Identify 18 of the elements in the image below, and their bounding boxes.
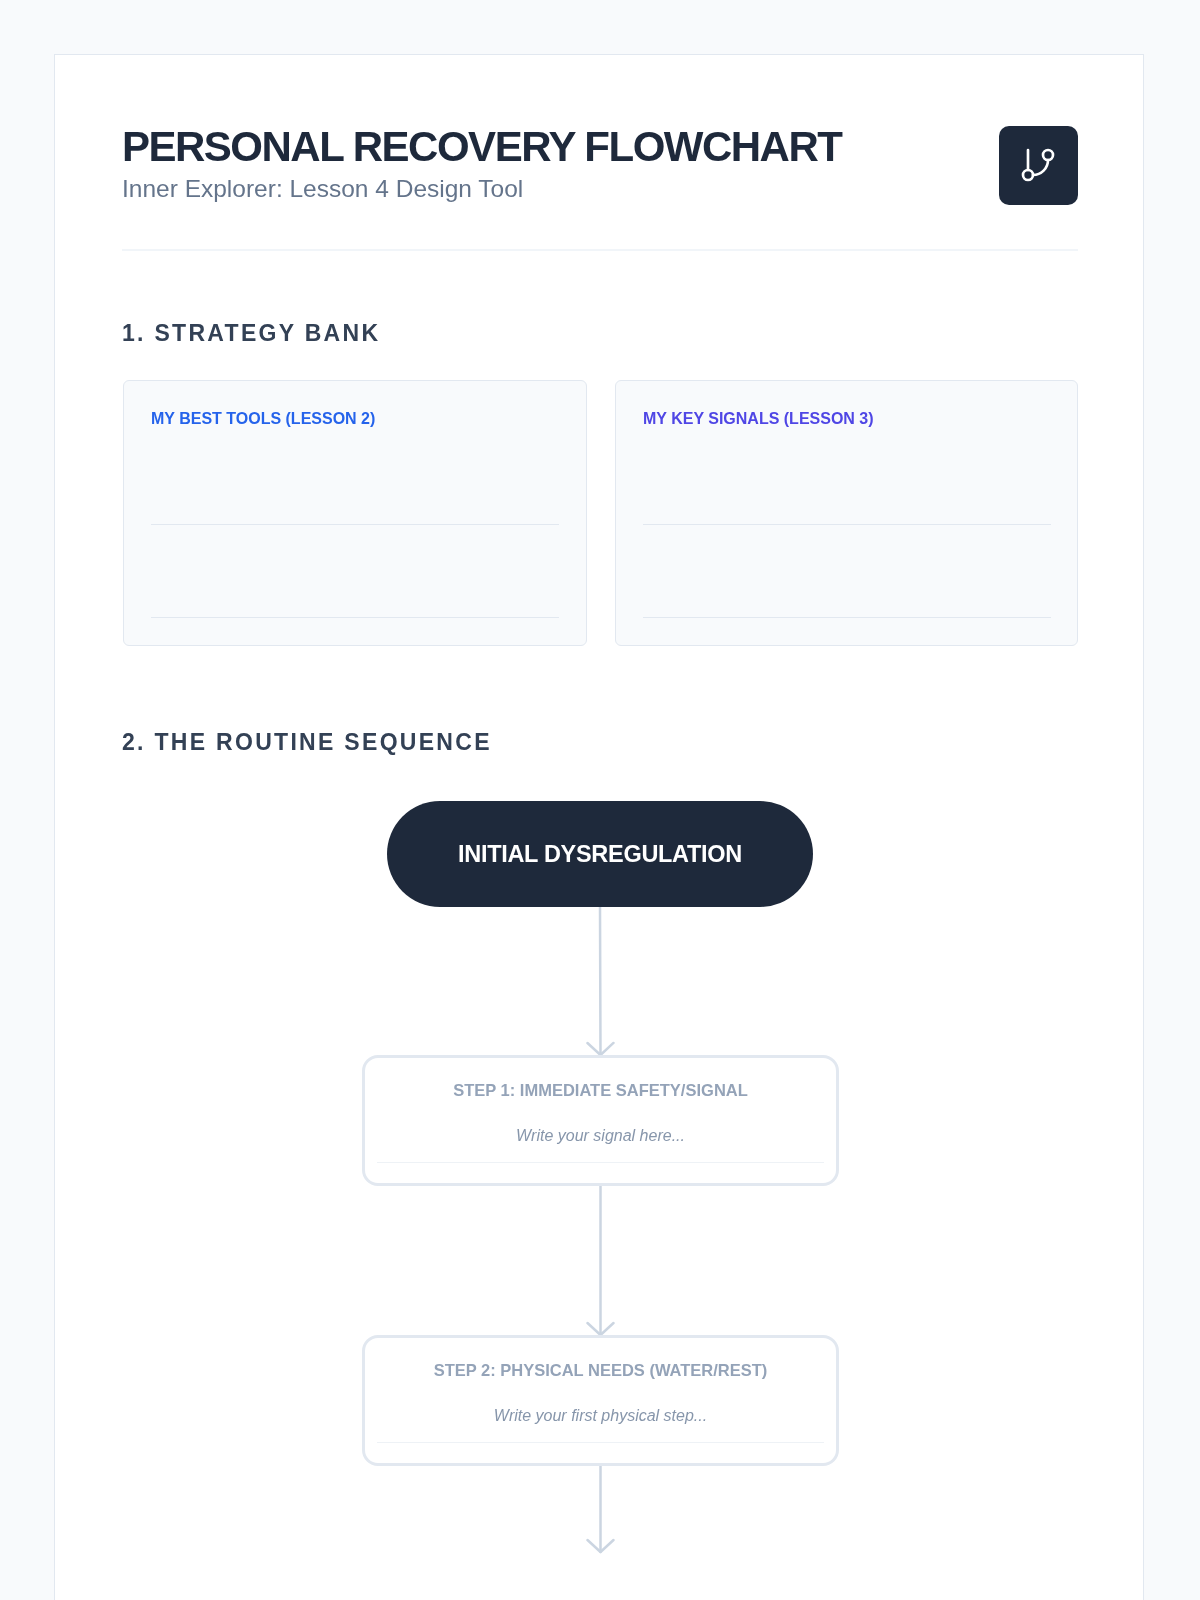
step-card (362, 1335, 839, 1466)
section-heading: 1. STRATEGY BANK (122, 322, 381, 345)
card-heading: MY BEST TOOLS (LESSON 2) (151, 409, 376, 429)
input-field: Write your first physical step... (377, 1398, 824, 1443)
node-label: INITIAL DYSREGULATION (458, 841, 742, 867)
step-heading: STEP 1: IMMEDIATE SAFETY/SIGNAL (453, 1080, 748, 1100)
subtitle: Inner Explorer: Lesson 4 Design Tool (122, 176, 524, 201)
page-title: PERSONAL RECOVERY FLOWCHART (122, 126, 842, 168)
step-heading: STEP 2: PHYSICAL NEEDS (WATER/REST) (433, 1360, 768, 1380)
section-heading: 2. THE ROUTINE SEQUENCE (122, 731, 492, 754)
input-field: Write your signal here... (377, 1118, 824, 1163)
strategy-card (615, 380, 1078, 646)
card-heading: MY KEY SIGNALS (LESSON 3) (643, 409, 874, 429)
step-card (362, 1055, 839, 1186)
strategy-card (123, 380, 587, 646)
arrow (586, 1464, 615, 1554)
arrow (586, 1184, 615, 1337)
arrow (586, 905, 615, 1057)
